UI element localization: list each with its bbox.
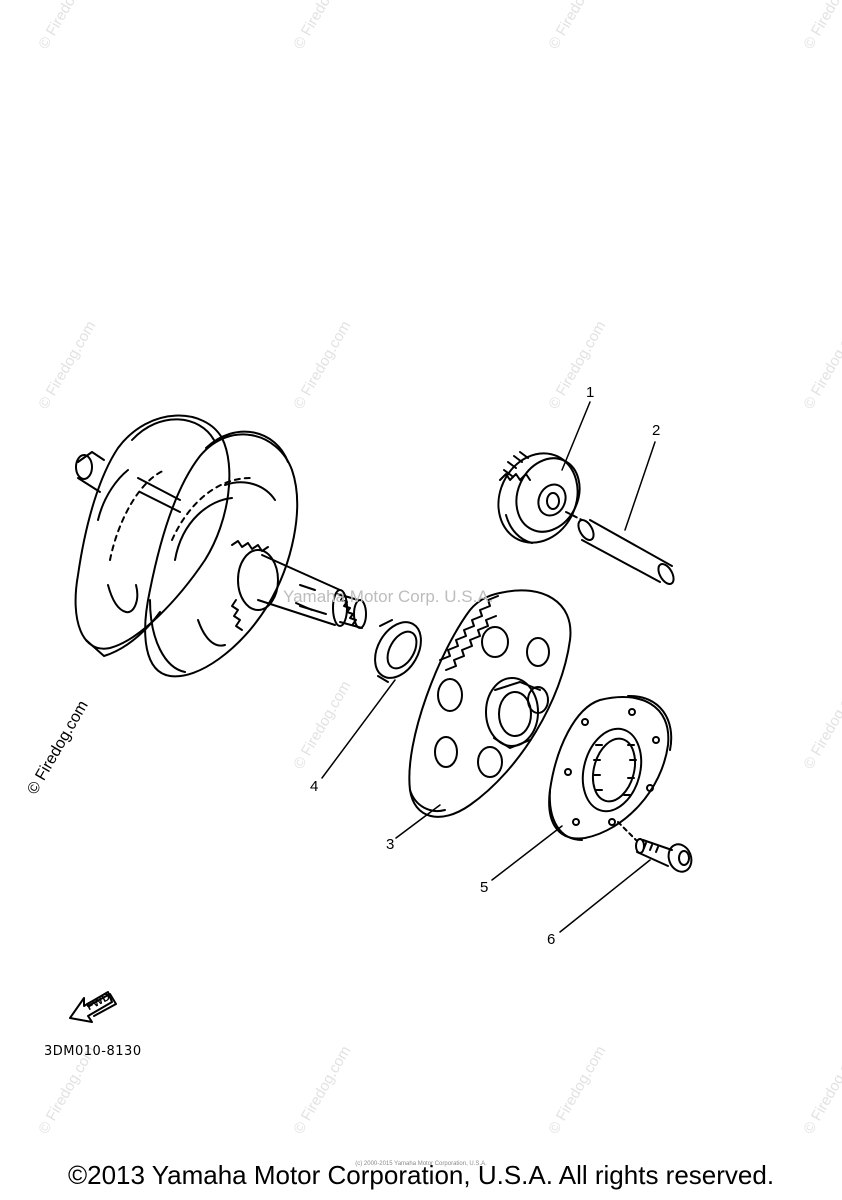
callout-5: 5 [480, 879, 489, 896]
copyright-notice: ©2013 Yamaha Motor Corporation, U.S.A. A… [67, 1160, 775, 1190]
part-2-shaft [565, 511, 675, 585]
small-print: (c) 2000-2015 Yamaha Motor Corporation, … [355, 1161, 487, 1167]
callout-6: 6 [547, 931, 556, 948]
callout-2: 2 [652, 422, 661, 439]
part-3-starter-wheel [408, 589, 572, 818]
callout-1: 1 [586, 384, 595, 401]
callout-4: 4 [310, 778, 319, 795]
diagram-code: 3DM010-8130 [44, 1044, 142, 1059]
center-watermark: Yamaha Motor Corp. U.S.A. [283, 587, 494, 606]
part-5-one-way-clutch [548, 694, 673, 841]
part-4-washer [374, 619, 422, 683]
callout-3: 3 [386, 836, 395, 853]
part-1-idler-gear [497, 451, 581, 544]
crankshaft [74, 414, 367, 678]
leader-lines [321, 401, 656, 933]
part-6-bolt [617, 821, 693, 873]
fwd-arrow-icon [69, 991, 117, 1023]
